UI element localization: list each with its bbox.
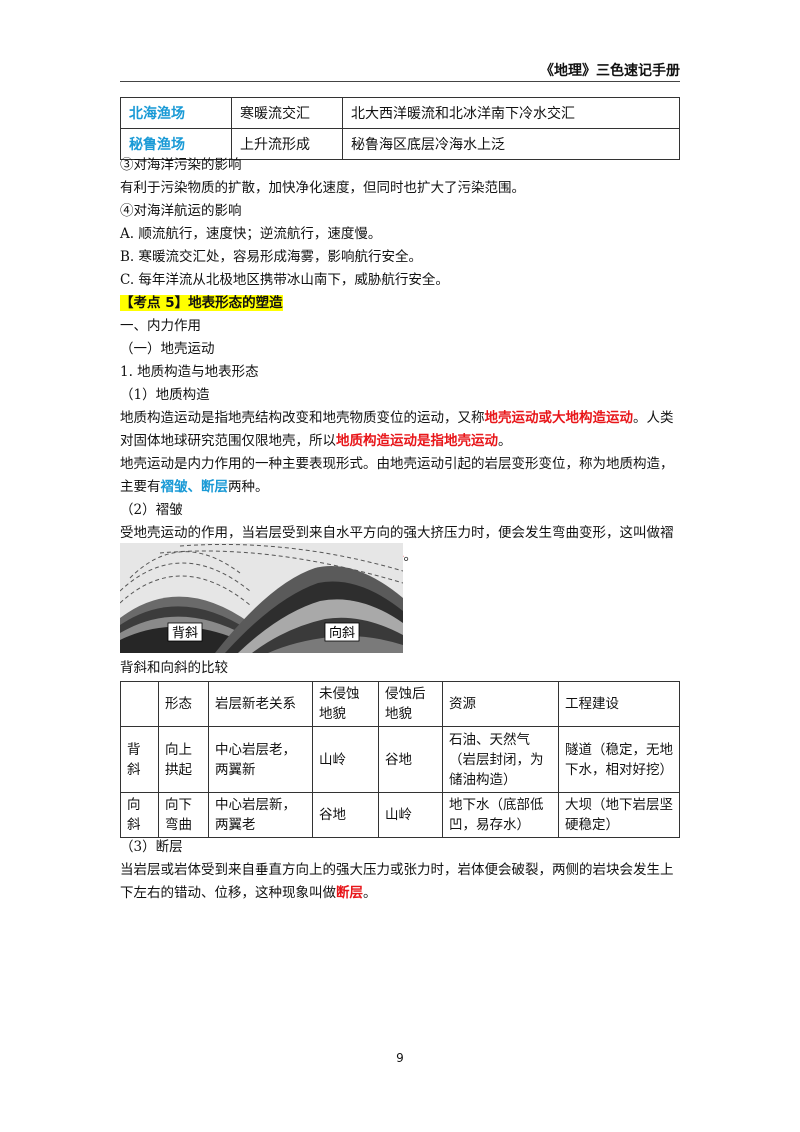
text-block-fault: （3）断层 当岩层或岩体受到来自垂直方向上的强大压力或张力时，岩体便会破裂，两侧… <box>120 836 682 905</box>
highlight-red: 地质构造运动是指地壳运动 <box>336 433 498 449</box>
paragraph: 当岩层或岩体受到来自垂直方向上的强大压力或张力时，岩体便会破裂，两侧的岩块会发生… <box>120 859 682 905</box>
header-cell: 侵蚀后地貌 <box>378 681 443 727</box>
header-cell: 未侵蚀地貌 <box>312 681 379 727</box>
table-cell: 山岭 <box>378 792 443 838</box>
paragraph: ③对海洋污染的影响 <box>120 157 242 173</box>
table-cell: 向下弯曲 <box>158 792 209 838</box>
header-cell <box>120 681 159 727</box>
table-cell: 中心岩层新，两翼老 <box>208 792 313 838</box>
text: 。 <box>363 885 377 901</box>
paragraph: B. 寒暖流交汇处，容易形成海雾，影响航行安全。 <box>120 249 423 265</box>
text: 两种。 <box>228 479 269 495</box>
paragraph: A. 顺流航行，速度快；逆流航行，速度慢。 <box>120 226 382 242</box>
text: 。 <box>403 548 418 564</box>
fold-illustration: 背斜 向斜 <box>120 543 403 653</box>
text: 。人类对固体地球研究范围仅限地壳，所以 <box>120 410 674 449</box>
heading: 一、内力作用 <box>120 318 201 334</box>
fishery-name: 秘鲁渔场 <box>120 128 232 160</box>
fishery-name: 北海渔场 <box>120 97 232 129</box>
table-row: 背斜 向上拱起 中心岩层老，两翼新 山岭 谷地 石油、天然气（岩层封闭，为储油构… <box>120 726 680 793</box>
table-cell: 石油、天然气（岩层封闭，为储油构造） <box>442 726 559 793</box>
fishery-table: 北海渔场 寒暖流交汇 北大西洋暖流和北冰洋南下冷水交汇 秘鲁渔场 上升流形成 秘… <box>120 97 680 160</box>
table-cell: 向斜 <box>120 792 159 838</box>
header-cell: 资源 <box>442 681 559 727</box>
table-cell: 山岭 <box>312 726 379 793</box>
header-cell: 岩层新老关系 <box>208 681 313 727</box>
table-cell: 背斜 <box>120 726 159 793</box>
paragraph: 地质构造运动是指地壳结构改变和地壳物质变位的运动，又称地壳运动或大地构造运动。人… <box>120 407 682 453</box>
heading: （2）褶皱 <box>120 502 183 518</box>
text: 地壳运动是内力作用的一种主要表现形式。由地壳运动引起的岩层变形变位，称为地质构造… <box>120 456 674 495</box>
page-number: 9 <box>396 1051 404 1065</box>
table-cell: 谷地 <box>378 726 443 793</box>
text: 地质构造运动是指地壳结构改变和地壳物质变位的运动，又称 <box>120 410 485 426</box>
text-block-ocean: ③对海洋污染的影响 有利于污染物质的扩散，加快净化速度，但同时也扩大了污染范围。… <box>120 154 682 568</box>
heading: 1. 地质构造与地表形态 <box>120 364 259 380</box>
heading: （一）地壳运动 <box>120 341 215 357</box>
paragraph: 有利于污染物质的扩散，加快净化速度，但同时也扩大了污染范围。 <box>120 180 525 196</box>
fishery-cause: 上升流形成 <box>231 128 343 160</box>
paragraph: 地壳运动是内力作用的一种主要表现形式。由地壳运动引起的岩层变形变位，称为地质构造… <box>120 453 682 499</box>
table-cell: 向上拱起 <box>158 726 209 793</box>
table-header-row: 形态 岩层新老关系 未侵蚀地貌 侵蚀后地貌 资源 工程建设 <box>120 681 680 727</box>
compare-title: 背斜和向斜的比较 <box>120 660 228 676</box>
header-cell: 工程建设 <box>558 681 680 727</box>
table-cell: 中心岩层老，两翼新 <box>208 726 313 793</box>
table-row: 北海渔场 寒暖流交汇 北大西洋暖流和北冰洋南下冷水交汇 <box>120 97 680 129</box>
key-point-title: 【考点 5】地表形态的塑造 <box>120 295 283 311</box>
fishery-detail: 北大西洋暖流和北冰洋南下冷水交汇 <box>342 97 680 129</box>
label-syncline: 向斜 <box>329 625 355 641</box>
header-cell: 形态 <box>158 681 209 727</box>
comparison-table: 形态 岩层新老关系 未侵蚀地貌 侵蚀后地貌 资源 工程建设 背斜 向上拱起 中心… <box>120 681 680 838</box>
section-heading: 【考点 5】地表形态的塑造 <box>120 292 682 315</box>
highlight-red: 地壳运动或大地构造运动 <box>484 410 634 426</box>
fishery-cause: 寒暖流交汇 <box>231 97 343 129</box>
table-cell: 谷地 <box>312 792 379 838</box>
paragraph: ④对海洋航运的影响 <box>120 203 242 219</box>
fishery-detail: 秘鲁海区底层冷海水上泛 <box>342 128 680 160</box>
label-anticline: 背斜 <box>172 626 198 641</box>
table-cell: 隧道（稳定，无地下水，相对好挖） <box>558 726 680 793</box>
header-rule <box>120 81 680 82</box>
text: 当岩层或岩体受到来自垂直方向上的强大压力或张力时，岩体便会破裂，两侧的岩块会发生… <box>120 862 674 901</box>
heading: （1）地质构造 <box>120 387 210 403</box>
table-row: 秘鲁渔场 上升流形成 秘鲁海区底层冷海水上泛 <box>120 128 680 160</box>
text: 。 <box>498 433 512 449</box>
header-title: 《地理》三色速记手册 <box>540 63 680 79</box>
highlight-blue: 褶皱、断层 <box>160 479 229 495</box>
table-row: 向斜 向下弯曲 中心岩层新，两翼老 谷地 山岭 地下水（底部低凹，易存水） 大坝… <box>120 792 680 838</box>
table-cell: 大坝（地下岩层坚硬稳定） <box>558 792 680 838</box>
highlight-red: 断层 <box>336 885 363 901</box>
table-cell: 地下水（底部低凹，易存水） <box>442 792 559 838</box>
paragraph: C. 每年洋流从北极地区携带冰山南下，威胁航行安全。 <box>120 272 449 288</box>
heading: （3）断层 <box>120 839 183 855</box>
